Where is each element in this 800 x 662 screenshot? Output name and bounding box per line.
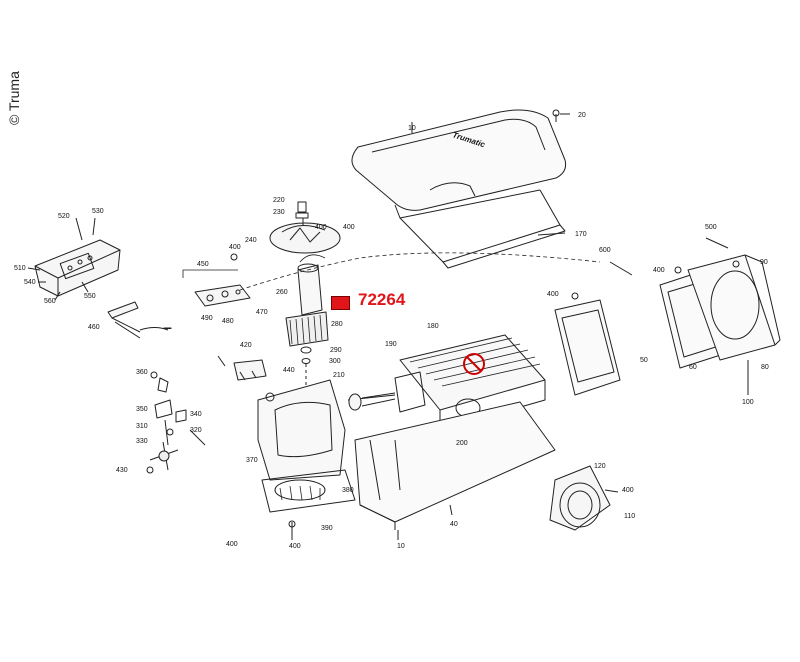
nut-300 — [301, 358, 311, 364]
callout: 350 — [136, 406, 148, 413]
callout: 190 — [385, 341, 397, 348]
relay-part-420 — [233, 359, 267, 381]
small-hardware-parts — [146, 371, 206, 474]
callout: 400 — [547, 291, 559, 298]
callout: 330 — [136, 438, 148, 445]
callout: 200 — [456, 440, 468, 447]
svg-text:—: — — [164, 325, 171, 332]
callout: 480 — [222, 318, 234, 325]
callout: 120 — [594, 463, 606, 470]
circuit-board-part — [194, 284, 251, 307]
callout: 10 — [397, 543, 405, 550]
callout: 340 — [190, 411, 202, 418]
callout: 440 — [283, 367, 295, 374]
callout: 20 — [578, 112, 586, 119]
callout: 400 — [315, 224, 327, 231]
control-panel-part — [34, 239, 121, 297]
callout: 400 — [229, 244, 241, 251]
callout: 450 — [197, 261, 209, 268]
callout-labels: 10 20 170 520 530 510 540 560 550 400 24… — [14, 112, 769, 550]
screw-220 — [297, 201, 307, 213]
screw-20-head — [552, 109, 560, 117]
callout: 290 — [330, 347, 342, 354]
callout: 520 — [58, 213, 70, 220]
top-cover-part — [351, 109, 567, 269]
callout: 400 — [653, 267, 665, 274]
callout: 220 — [273, 197, 285, 204]
washer-230 — [295, 212, 309, 219]
callout: 400 — [622, 487, 634, 494]
leader-170 — [537, 232, 566, 236]
callout: 310 — [136, 423, 148, 430]
callout: 40 — [450, 521, 458, 528]
callout: 10 — [408, 125, 416, 132]
front-frame-part-50 — [554, 299, 621, 396]
outer-frame-part-80 — [687, 254, 781, 361]
callout: 260 — [276, 289, 288, 296]
callout: 460 — [88, 324, 100, 331]
callout: 550 — [84, 293, 96, 300]
callout: 400 — [226, 541, 238, 548]
washer-290 — [300, 346, 312, 354]
callout: 280 — [331, 321, 343, 328]
highlight-marker — [331, 296, 350, 310]
callout: 530 — [92, 208, 104, 215]
duct-connector-part — [549, 465, 611, 531]
callout: 390 — [321, 525, 333, 532]
callout: 430 — [116, 467, 128, 474]
copyright-text: © Truma — [6, 71, 22, 125]
callout: 240 — [245, 237, 257, 244]
callout: 210 — [333, 372, 345, 379]
callout: 600 — [599, 247, 611, 254]
callout: 300 — [329, 358, 341, 365]
callout: 500 — [705, 224, 717, 231]
callout: 360 — [136, 369, 148, 376]
callout: 560 — [44, 298, 56, 305]
callout: 230 — [273, 209, 285, 216]
callout: 540 — [24, 279, 36, 286]
no-service-circle — [463, 353, 485, 375]
blower-housing-part — [257, 379, 356, 513]
callout: 170 — [575, 231, 587, 238]
callout: 420 — [240, 342, 252, 349]
callout: 510 — [14, 265, 26, 272]
callout: 400 — [343, 224, 355, 231]
callout: 80 — [761, 364, 769, 371]
shaft-part-210 — [347, 392, 396, 411]
callout: 400 — [289, 543, 301, 550]
callout: 60 — [689, 364, 697, 371]
callout: 180 — [427, 323, 439, 330]
base-tray-part — [354, 401, 556, 530]
fan-cover-part-240 — [269, 222, 341, 254]
motor-part — [285, 254, 329, 347]
callout: 320 — [190, 427, 202, 434]
callout: 50 — [640, 357, 648, 364]
callout: 470 — [256, 309, 268, 316]
callout: 90 — [760, 259, 768, 266]
callout: 380 — [342, 487, 354, 494]
callout: 490 — [201, 315, 213, 322]
callout: 100 — [742, 399, 754, 406]
callout: 370 — [246, 457, 258, 464]
callout: 110 — [624, 513, 635, 520]
highlighted-part-number: 72264 — [358, 290, 406, 309]
